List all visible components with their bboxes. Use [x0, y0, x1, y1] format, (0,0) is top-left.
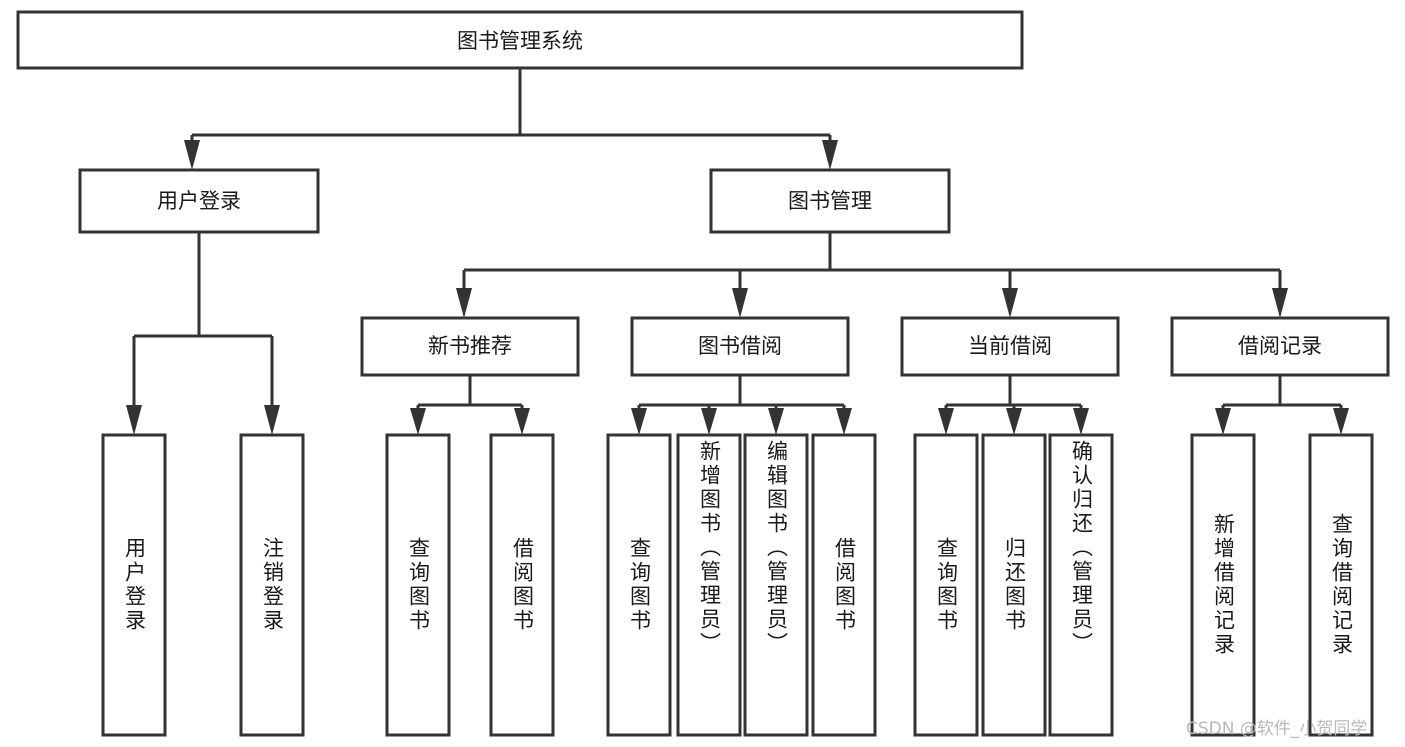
arrow-head-book-borrow-1: [631, 408, 647, 435]
arrow-head-current-borrow-3: [1073, 408, 1089, 435]
node-current-borrow[interactable]: 当前借阅: [900, 316, 1120, 377]
arrow-head-borrow-record-2: [1333, 408, 1349, 435]
node-borrow-record[interactable]: 借阅记录: [1170, 316, 1390, 377]
arrow-head-level1-1: [184, 140, 200, 170]
node-new-book-recommend-box[interactable]: [360, 316, 580, 377]
leaf-box-new-book-0[interactable]: [385, 433, 451, 737]
leaf-box-current-borrow-2[interactable]: [1048, 433, 1114, 737]
arrow-head-borrow-record-1: [1215, 408, 1231, 435]
node-borrow-record-label: 借阅记录: [1238, 334, 1322, 358]
node-book-management-label: 图书管理: [788, 189, 872, 213]
watermark-text: CSDN @软件_小贺同学: [1186, 719, 1368, 739]
node-new-book-recommend-label: 新书推荐: [428, 334, 512, 358]
node-book-management-box[interactable]: [709, 168, 951, 234]
arrow-head-current-borrow-2: [1006, 408, 1022, 435]
leaf-box-borrow-record-1[interactable]: [1308, 433, 1374, 737]
node-root[interactable]: 图书管理系统: [16, 10, 1024, 70]
node-user-login[interactable]: 用户登录: [78, 168, 320, 234]
leaf-box-book-borrow-3[interactable]: [811, 433, 877, 737]
node-current-borrow-label: 当前借阅: [968, 334, 1052, 358]
node-new-book-recommend[interactable]: 新书推荐: [360, 316, 580, 377]
arrow-head-level2-2: [732, 288, 748, 318]
node-root-box[interactable]: [16, 10, 1024, 70]
leaf-box-new-book-1[interactable]: [489, 433, 555, 737]
arrow-head-new-book-2: [514, 408, 530, 435]
arrow-head-level2-1: [456, 288, 472, 318]
arrow-head-book-borrow-2: [701, 408, 717, 435]
node-book-management[interactable]: 图书管理: [709, 168, 951, 234]
leaf-box-current-borrow-1[interactable]: [981, 433, 1047, 737]
arrow-head-level2-4: [1272, 288, 1288, 318]
leaf-box-book-borrow-2[interactable]: [743, 433, 809, 737]
arrow-head-current-borrow-1: [938, 408, 954, 435]
node-current-borrow-box[interactable]: [900, 316, 1120, 377]
arrow-head-book-borrow-4: [836, 408, 852, 435]
arrow-head-level2-3: [1002, 288, 1018, 318]
node-book-borrow-label: 图书借阅: [698, 334, 782, 358]
arrow-head-book-borrow-3: [768, 408, 784, 435]
arrow-head-new-book-1: [410, 408, 426, 435]
leaf-box-book-borrow-1[interactable]: [676, 433, 742, 737]
arrow-head-level1-2: [822, 140, 838, 170]
leaf-box-borrow-record-0[interactable]: [1190, 433, 1256, 737]
node-borrow-record-box[interactable]: [1170, 316, 1390, 377]
leaf-box-current-borrow-0[interactable]: [913, 433, 979, 737]
arrow-head-user-login-1: [126, 405, 142, 435]
leaf-box-book-borrow-0[interactable]: [606, 433, 672, 737]
leaf-box-user-login-1[interactable]: [239, 433, 305, 737]
leaf-box-user-login-0[interactable]: [101, 433, 167, 737]
node-user-login-label: 用户登录: [157, 189, 241, 213]
node-root-label: 图书管理系统: [457, 29, 583, 53]
arrow-head-user-login-2: [264, 405, 280, 435]
node-book-borrow[interactable]: 图书借阅: [630, 316, 850, 377]
node-book-borrow-box[interactable]: [630, 316, 850, 377]
